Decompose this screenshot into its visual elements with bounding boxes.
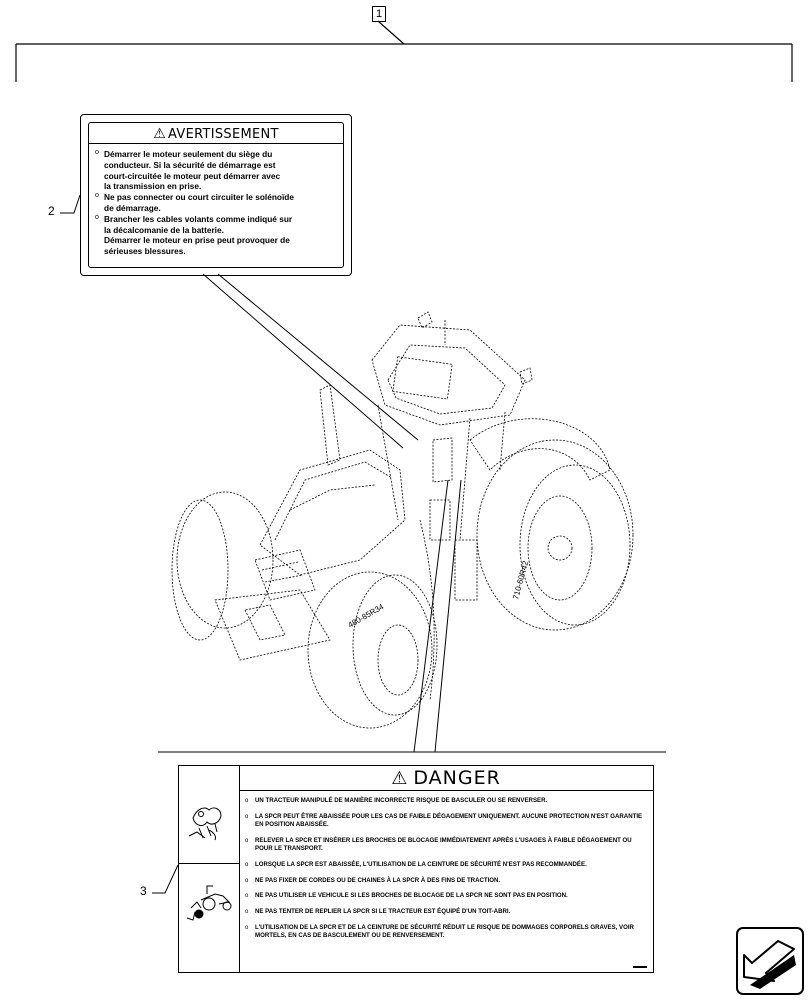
- danger-pictogram-column: [179, 766, 240, 972]
- warning-line: la décalcomanie de la batterie.: [104, 224, 224, 235]
- warning-decal: ⚠AVERTISSEMENT Démarrer le moteur seulem…: [80, 114, 352, 276]
- rops-tractor-pictogram-icon: [186, 885, 232, 921]
- rear-tire-marking: 710-60R42: [511, 559, 530, 600]
- danger-item: L'UTILISATION DE LA SPCR ET DE LA CEINTU…: [245, 924, 647, 941]
- danger-decal: ⚠ DANGER UN TRACTEUR MANIPULÉ DE MANIÈRE…: [178, 765, 654, 973]
- warning-line: de démarrage.: [104, 202, 161, 213]
- danger-item: NE PAS TENTER DE REPLIER LA SPCR SI LE T…: [245, 908, 647, 917]
- callout-3-label: 3: [140, 884, 147, 898]
- callout-2-label: 2: [48, 204, 55, 218]
- danger-item: NE PAS UTILISER LE VEHICULE SI LES BROCH…: [245, 892, 647, 901]
- rollover-pictogram-icon: [188, 807, 222, 841]
- warning-line: Brancher les cables volants comme indiqu…: [95, 213, 339, 225]
- warning-line: Démarrer le moteur seulement du siège du: [95, 148, 339, 160]
- pictogram-divider: [179, 863, 239, 864]
- assembly-bracket: [15, 20, 793, 82]
- warning-line: sérieuses blessures.: [104, 246, 186, 257]
- tractor-illustration: [171, 311, 634, 729]
- warning-line: conducteur. Si la sécurité de démarrage …: [104, 159, 276, 170]
- warning-line: Ne pas connecter ou court circuiter le s…: [95, 191, 339, 203]
- callout-1-label: 1: [372, 6, 386, 22]
- warning-line: Démarrer le moteur en prise peut provoqu…: [104, 235, 290, 246]
- danger-item: LA SPCR PEUT ÊTRE ABAISSÉE POUR LES CAS …: [245, 813, 647, 830]
- callout-leaders: [60, 194, 666, 894]
- danger-triangle-icon: ⚠: [391, 768, 408, 789]
- warning-triangle-icon: ⚠: [153, 126, 167, 142]
- danger-item: NE PAS FIXER DE CORDES OU DE CHAINES À L…: [245, 877, 647, 886]
- warning-decal-text: Démarrer le moteur seulement du siège du…: [95, 148, 339, 257]
- front-tire-marking: 480-85R34: [347, 602, 386, 630]
- danger-item: RELEVER LA SPCR ET INSÉRER LES BROCHES D…: [245, 837, 647, 854]
- danger-decal-title: ⚠ DANGER: [239, 766, 653, 791]
- warning-decal-inner: ⚠AVERTISSEMENT Démarrer le moteur seulem…: [88, 122, 344, 268]
- warning-line: la transmission en prise.: [104, 181, 202, 192]
- danger-decal-text: UN TRACTEUR MANIPULÉ DE MANIÈRE INCORREC…: [245, 797, 647, 948]
- decal-part-number-bar: [633, 966, 647, 968]
- next-page-arrow-icon[interactable]: [736, 927, 804, 995]
- danger-item: LORSQUE LA SPCR EST ABAISSÉE, L'UTILISAT…: [245, 861, 647, 870]
- warning-line: court-circuitée le moteur peut démarrer …: [104, 170, 281, 181]
- warning-decal-title: ⚠AVERTISSEMENT: [89, 125, 343, 144]
- danger-item: UN TRACTEUR MANIPULÉ DE MANIÈRE INCORREC…: [245, 797, 647, 806]
